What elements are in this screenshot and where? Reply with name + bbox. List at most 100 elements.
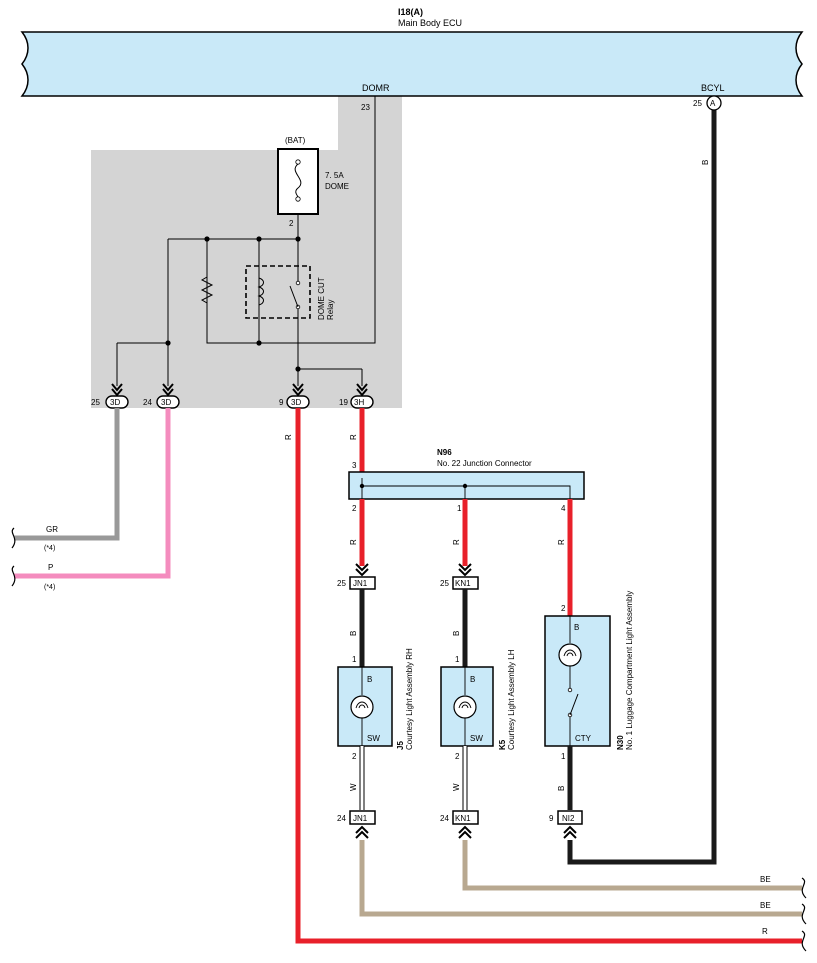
terminal-conn: 3H (354, 398, 364, 407)
connector-name: KN1 (455, 579, 471, 588)
wire-label-b: B (557, 786, 566, 791)
component-pin-bot: 2 (352, 752, 357, 761)
relay-name: DOME CUT (317, 277, 326, 320)
component-terminal-top: B (470, 675, 475, 684)
connector-jn1-top: JN1 25 (337, 576, 376, 590)
fuse-dome: (BAT) 7. 5A DOME 2 (277, 136, 349, 228)
component-terminal-top: B (574, 623, 579, 632)
wire-color-p: P (48, 563, 53, 572)
connector-kn1-top: KN1 25 (440, 576, 479, 590)
domr-internal-wire (206, 96, 376, 344)
wire-label-b: B (452, 631, 461, 636)
terminal-num: 9 (279, 398, 284, 407)
wire-gr (14, 408, 120, 541)
note-p: (*4) (44, 584, 55, 591)
connector-name: JN1 (353, 579, 368, 588)
wire-label-be: BE (760, 901, 771, 910)
terminal-num: 19 (339, 398, 348, 407)
relay-type: Relay (326, 300, 335, 320)
wire-label-r: R (557, 539, 566, 545)
component-terminal-bot: SW (367, 734, 380, 743)
wire-be-kn1 (462, 840, 802, 891)
terminal-25-3d: 3D 25 (91, 383, 129, 409)
chevron-jn1-top (355, 563, 369, 577)
component-pin-top: 2 (561, 604, 566, 613)
wire-label-be: BE (760, 875, 771, 884)
wire-label-b: B (701, 160, 710, 165)
main-body-ecu: I18(A) Main Body ECU DOMR BCYL (20, 7, 804, 97)
chevron-ni2-bottom (563, 825, 577, 839)
bcyl-terminal: A 25 (693, 95, 722, 111)
terminal-num: 25 (91, 398, 100, 407)
component-pin-top: 1 (352, 655, 357, 664)
chevron-kn1-top (458, 563, 472, 577)
luggage-compartment-light: 2 B CTY 1 N30 No. 1 Luggage Compartment … (544, 591, 634, 761)
component-pin-bot: 1 (561, 752, 566, 761)
terminal-conn: 3D (161, 398, 171, 407)
bcyl-pin-num: 25 (693, 99, 702, 108)
wire-p (14, 408, 171, 579)
component-name: Courtesy Light Assembly LH (507, 649, 516, 750)
ecu-internal-area (91, 96, 402, 408)
wire-b-bcyl (567, 110, 717, 865)
connector-num: 25 (337, 579, 346, 588)
wire-label-r: R (349, 539, 358, 545)
connector-kn1-bottom: KN1 24 (440, 810, 479, 825)
junction-pin-left: 2 (352, 504, 357, 513)
component-code: N30 (616, 735, 625, 750)
connector-name: KN1 (455, 814, 471, 823)
connector-name: NI2 (562, 814, 575, 823)
note-gr: (*4) (44, 545, 55, 552)
component-pin-bot: 2 (455, 752, 460, 761)
junction-pin-mid: 1 (457, 504, 462, 513)
component-terminal-top: B (367, 675, 372, 684)
terminal-num: 24 (143, 398, 152, 407)
terminal-9-3d: 3D 9 (279, 383, 310, 409)
connector-name: JN1 (353, 814, 368, 823)
junction-pin-right: 4 (561, 504, 566, 513)
terminal-conn: 3D (110, 398, 120, 407)
break-mark-gr (11, 527, 16, 549)
connector-jn1-bottom: JN1 24 (337, 810, 376, 825)
ecu-name: Main Body ECU (398, 18, 462, 28)
component-terminal-bot: SW (470, 734, 483, 743)
wire-label-r: R (349, 434, 358, 440)
connector-num: 24 (337, 814, 346, 823)
break-mark-be-1 (801, 877, 807, 899)
fuse-name: DOME (325, 182, 349, 191)
pin-name-bcyl: BCYL (701, 83, 725, 93)
wire-be-jn1 (359, 840, 802, 917)
break-mark-be-2 (801, 903, 807, 925)
fuse-pin: 2 (289, 219, 294, 228)
wire-color-gr: GR (46, 525, 58, 534)
resistor-symbol (200, 276, 214, 304)
connector-num: 25 (440, 579, 449, 588)
wire-label-r-end: R (762, 927, 768, 936)
chevron-kn1-bottom (458, 825, 472, 839)
wire-label-r: R (284, 434, 293, 440)
junction-connector-n96: N96 No. 22 Junction Connector 2 1 4 (348, 448, 585, 513)
component-terminal-bot: CTY (575, 734, 592, 743)
component-code: K5 (498, 739, 507, 750)
pin-num-domr: 23 (361, 103, 370, 112)
connector-ni2: NI2 9 (549, 810, 583, 825)
dome-cut-relay: DOME CUT Relay (245, 265, 335, 320)
component-name: No. 1 Luggage Compartment Light Assembly (625, 591, 634, 750)
junction-pin-in: 3 (352, 461, 357, 470)
terminal-conn: 3D (291, 398, 301, 407)
fuse-rating: 7. 5A (325, 171, 344, 180)
wire-r-main (295, 408, 802, 944)
connector-num: 24 (440, 814, 449, 823)
courtesy-light-rh: 1 B SW 2 J5 Courtesy Light Assembly RH (337, 648, 414, 761)
wire-label-w: W (349, 783, 358, 791)
junction-code: N96 (437, 448, 452, 457)
fuse-source: (BAT) (285, 136, 306, 145)
break-mark-r (801, 930, 807, 952)
pin-name-domr: DOMR (362, 83, 390, 93)
component-code: J5 (396, 741, 405, 750)
connector-num: 9 (549, 814, 554, 823)
ecu-code: I18(A) (398, 7, 423, 17)
component-pin-top: 1 (455, 655, 460, 664)
wire-label-b: B (349, 631, 358, 636)
